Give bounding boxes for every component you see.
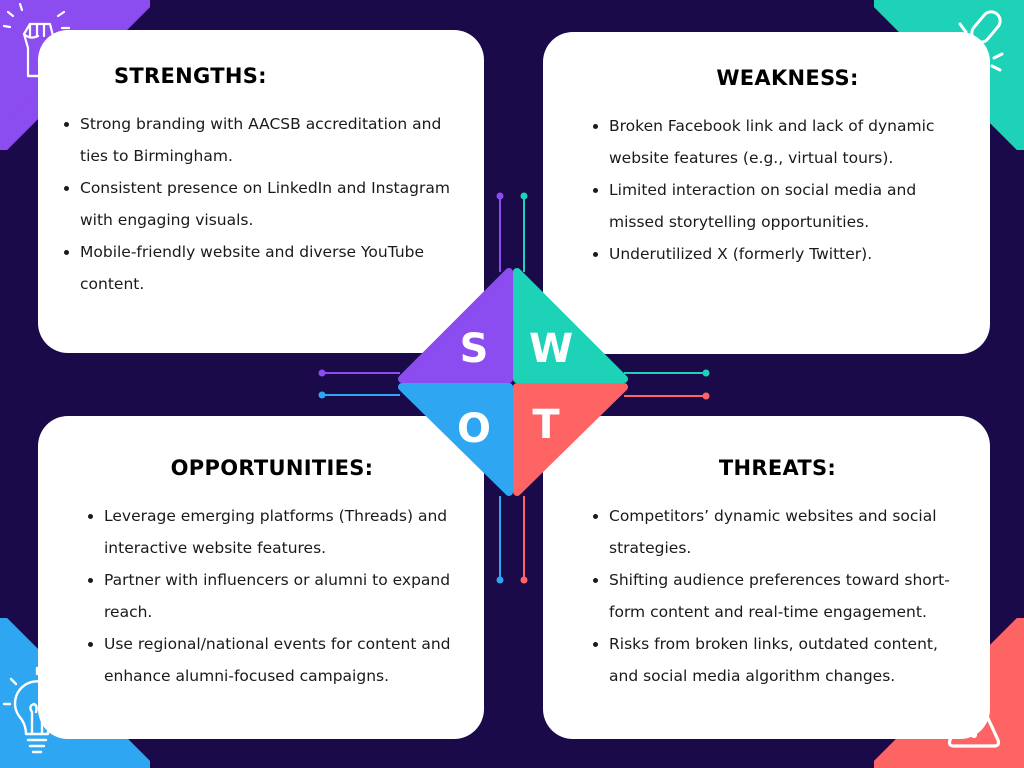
list-item: Partner with influencers or alumni to ex… [88,564,464,628]
weakness-title: WEAKNESS: [716,66,859,90]
list-item: Broken Facebook link and lack of dynamic… [593,110,970,174]
swot-letter-o: O [457,406,491,452]
list-item: Risks from broken links, outdated conten… [593,628,970,692]
list-item: Mobile-friendly website and diverse YouT… [64,236,454,300]
list-item: Shifting audience preferences toward sho… [593,564,970,628]
opportunities-card: OPPORTUNITIES: Leverage emerging platfor… [38,416,484,739]
swot-letter-w: W [529,326,573,372]
list-item: Consistent presence on LinkedIn and Inst… [64,172,454,236]
list-item: Underutilized X (formerly Twitter). [593,238,970,270]
weakness-card: WEAKNESS: Broken Facebook link and lack … [543,32,990,354]
swot-quadrant-o [398,383,513,496]
swot-quadrant-s [398,268,513,383]
threats-card: THREATS: Competitors’ dynamic websites a… [543,416,990,739]
opportunities-list: Leverage emerging platforms (Threads) an… [80,500,464,692]
connector-lines [318,192,710,584]
list-item: Use regional/national events for content… [88,628,464,692]
weakness-list: Broken Facebook link and lack of dynamic… [585,110,970,270]
list-item: Leverage emerging platforms (Threads) an… [88,500,464,564]
swot-letter-s: S [460,326,489,372]
threats-title: THREATS: [718,456,837,480]
swot-quadrant-t [513,383,628,496]
threats-list: Competitors’ dynamic websites and social… [585,500,970,692]
swot-letter-t: T [532,402,560,448]
list-item: Limited interaction on social media and … [593,174,970,238]
list-item: Strong branding with AACSB accreditation… [64,108,454,172]
list-item: Competitors’ dynamic websites and social… [593,500,970,564]
strengths-card: STRENGTHS: Strong branding with AACSB ac… [38,30,484,353]
strengths-title: STRENGTHS: [114,64,267,88]
opportunities-title: OPPORTUNITIES: [170,456,374,480]
swot-graphic: S W O T [318,192,710,584]
strengths-list: Strong branding with AACSB accreditation… [38,108,454,300]
swot-quadrant-w [513,268,628,383]
